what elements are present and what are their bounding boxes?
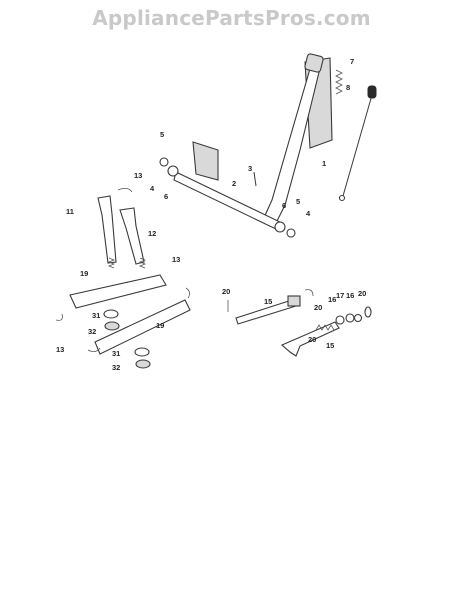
nut-lower [135, 359, 151, 369]
callout-13b: 13 [172, 255, 180, 264]
washer-upper [103, 309, 119, 319]
callout-17: 17 [336, 291, 344, 300]
callout-3: 3 [248, 164, 252, 173]
callout-6b: 6 [282, 201, 286, 210]
callout-32b: 32 [112, 363, 120, 372]
callout-16b: 16 [346, 291, 354, 300]
callout-2: 2 [232, 179, 236, 188]
adjust-rod-lower [280, 321, 340, 357]
link-spring-right [138, 257, 147, 269]
lift-link-left [97, 195, 117, 264]
watermark: AppliancePartsPros.com [92, 6, 371, 30]
pin [253, 171, 257, 187]
release-rod-knob [367, 85, 377, 99]
callout-13c: 13 [56, 345, 64, 354]
hair-pin-right [185, 287, 190, 299]
callout-19a: 19 [80, 269, 88, 278]
hair-pin-top [117, 188, 133, 193]
callout-4a: 4 [150, 184, 155, 193]
callout-11: 11 [66, 207, 74, 216]
callout-13a: 13 [134, 171, 142, 180]
callout-12: 12 [148, 229, 156, 238]
release-rod [342, 94, 373, 197]
shaft-bushing-right [274, 221, 286, 233]
callout-4b: 4 [306, 209, 311, 218]
callout-19b: 19 [156, 321, 164, 330]
shaft-clip-right [286, 228, 296, 238]
callout-5b: 5 [296, 197, 300, 206]
washer-17 [345, 313, 355, 323]
rod-block [287, 295, 301, 307]
release-rod-end [338, 194, 346, 202]
shaft-bushing-left [167, 165, 179, 177]
nut-16 [335, 315, 345, 325]
nut-16b [353, 313, 363, 323]
cross-shaft [173, 171, 281, 231]
lever-grip [304, 53, 324, 73]
washer-lower [134, 347, 150, 357]
callout-7: 7 [350, 57, 354, 66]
callout-15b: 15 [326, 341, 334, 350]
clip-20 [364, 306, 372, 318]
callout-1: 1 [322, 159, 326, 168]
rod-spring [315, 324, 335, 331]
mount-bracket [192, 141, 219, 181]
callout-20b: 20 [314, 303, 322, 312]
link-spring-left [107, 257, 116, 269]
callout-20a: 20 [222, 287, 230, 296]
callout-32a: 32 [88, 327, 96, 336]
spring [335, 69, 343, 95]
hair-pin-left [55, 313, 63, 321]
callout-20c: 20 [358, 289, 366, 298]
cotter-pin-2 [304, 289, 314, 297]
hair-pin-bottom [87, 347, 101, 352]
nut-upper [104, 321, 120, 331]
callout-16a: 16 [328, 295, 336, 304]
callout-31a: 31 [92, 311, 100, 320]
callout-5a: 5 [160, 130, 164, 139]
shaft-clip-left [159, 157, 169, 167]
callout-15a: 15 [264, 297, 272, 306]
callout-8: 8 [346, 83, 350, 92]
callout-20d: 20 [308, 335, 316, 344]
hanger-bar-upper [69, 274, 167, 309]
lift-link-right [119, 207, 145, 265]
callout-31b: 31 [112, 349, 120, 358]
callout-6a: 6 [164, 192, 168, 201]
